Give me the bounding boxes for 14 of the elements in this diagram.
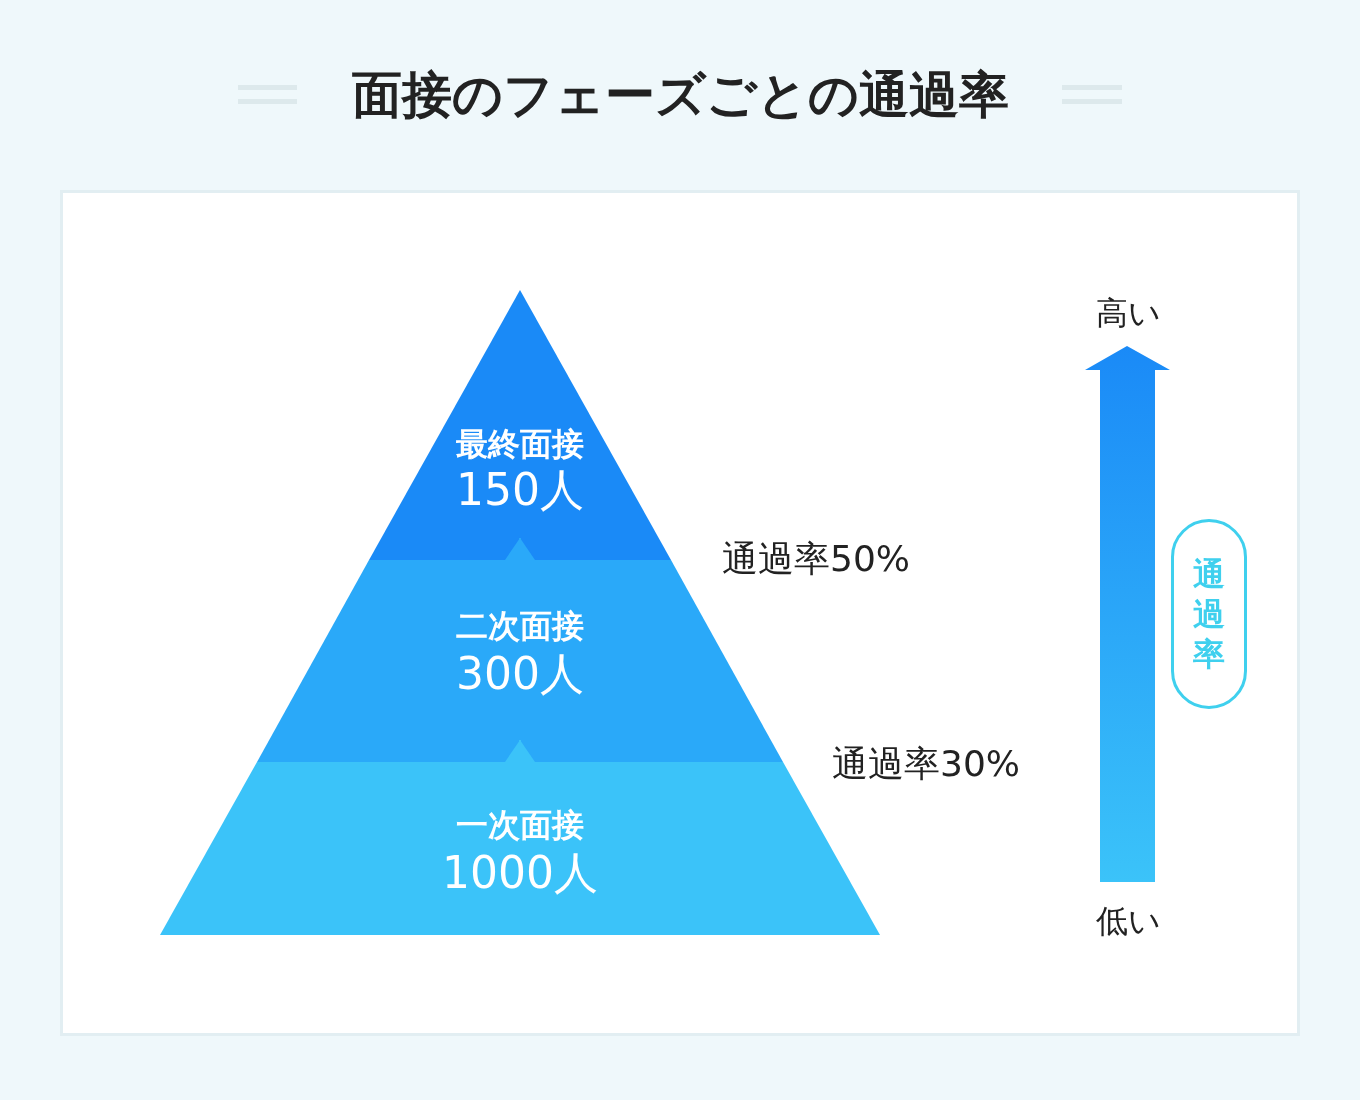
stage-name: 一次面接 <box>455 809 585 841</box>
head-count: 150人 <box>455 468 585 512</box>
chevron-arrow <box>505 739 535 763</box>
stage-name: 最終面接 <box>455 428 585 460</box>
head-count: 1000人 <box>441 851 599 895</box>
scale-label: 低い <box>1096 901 1161 942</box>
head-count: 300人 <box>455 652 585 696</box>
pass-rate-label: 通過率50% <box>722 537 910 581</box>
scale-label: 高い <box>1096 293 1161 334</box>
title: 面接のフェーズごとの通過率 <box>350 65 1010 126</box>
rate-pill: 通過率 <box>1171 519 1247 709</box>
pass-rate-label: 通過率30% <box>832 742 1020 786</box>
chevron-arrow <box>505 537 535 561</box>
stage-name: 二次面接 <box>455 610 585 642</box>
